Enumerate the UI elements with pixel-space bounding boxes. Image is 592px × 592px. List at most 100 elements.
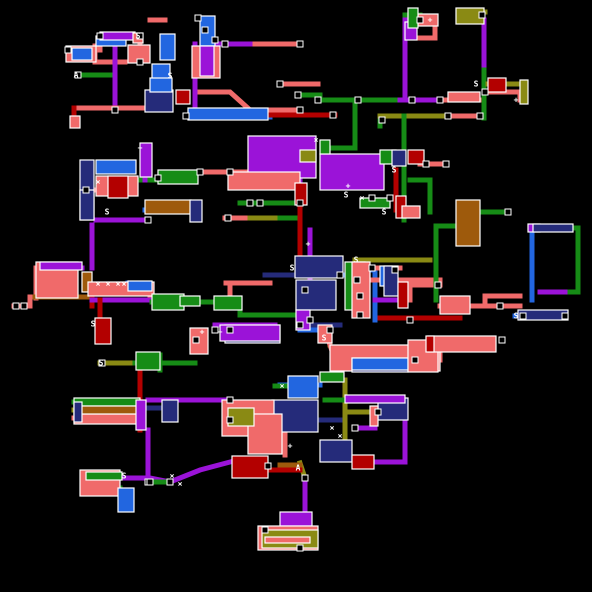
door-marker-59 [264, 462, 272, 470]
item-marker-101: × [360, 194, 365, 203]
room-green-23 [157, 169, 199, 185]
door-marker-10 [221, 40, 229, 48]
door-marker-46 [498, 336, 506, 344]
item-marker-93: × [122, 280, 127, 289]
door-marker-30 [226, 168, 234, 176]
room-purple-68 [219, 324, 281, 342]
room-olive-46 [519, 79, 529, 105]
save-marker-81: S [322, 334, 327, 343]
door-marker-26 [442, 160, 450, 168]
door-marker-53 [192, 336, 200, 344]
save-marker-77: S [392, 166, 397, 175]
room-purple-93 [135, 399, 147, 431]
room-navy-47 [294, 255, 344, 279]
door-marker-23 [416, 16, 424, 24]
room-brown-91 [73, 405, 141, 415]
door-marker-62 [374, 408, 382, 416]
room-purple-26 [319, 153, 385, 191]
door-marker-32 [256, 199, 264, 207]
item_plus-marker-108: + [288, 442, 293, 451]
door-marker-39 [353, 276, 361, 284]
door-marker-17 [354, 96, 362, 104]
room-blue-1 [71, 47, 93, 61]
door-marker-1 [74, 71, 82, 79]
room-brown-24 [144, 199, 192, 215]
door-marker-20 [481, 88, 489, 96]
room-purple-59 [39, 261, 83, 271]
room-red-82 [231, 455, 269, 479]
door-marker-3 [136, 32, 144, 40]
room-green-95 [85, 471, 123, 481]
save_letter_b-marker-88: A [74, 71, 79, 80]
room-red-32 [407, 149, 425, 165]
door-marker-4 [136, 58, 144, 66]
door-marker-24 [478, 11, 486, 19]
room-salmon-15 [69, 115, 81, 129]
item-marker-96: × [330, 424, 335, 433]
door-marker-48 [326, 326, 334, 334]
door-marker-70 [386, 194, 394, 202]
door-marker-57 [146, 478, 154, 486]
door-marker-69 [444, 112, 452, 120]
door-marker-60 [301, 474, 309, 482]
door-marker-38 [336, 271, 344, 279]
door-marker-11 [296, 40, 304, 48]
room-purple-86 [344, 394, 406, 404]
door-marker-42 [434, 281, 442, 289]
door-marker-51 [211, 326, 219, 334]
item-marker-94: × [170, 472, 175, 481]
save-marker-87: S [382, 208, 387, 217]
item-marker-92: × [116, 280, 121, 289]
item-marker-97: × [338, 432, 343, 441]
save_letter_b-marker-89: A [296, 464, 301, 473]
door-marker-8 [201, 26, 209, 34]
door-marker-66 [20, 302, 28, 310]
room-salmon-74 [427, 335, 497, 353]
item_plus-marker-106: + [346, 182, 351, 191]
door-marker-41 [391, 266, 399, 274]
save-marker-80: S [91, 320, 96, 329]
save-marker-79: S [354, 256, 359, 265]
room-brown-43 [455, 199, 481, 247]
door-marker-44 [519, 312, 527, 320]
room-navy-48 [295, 279, 337, 311]
door-marker-2 [96, 32, 104, 40]
door-marker-27 [82, 186, 90, 194]
door-marker-64 [296, 544, 304, 552]
room-salmon-87 [369, 405, 379, 427]
door-marker-37 [306, 316, 314, 324]
door-marker-34 [224, 214, 232, 222]
corridor-salmon-13 [197, 89, 303, 113]
door-marker-5 [111, 106, 119, 114]
door-marker-18 [408, 96, 416, 104]
door-marker-28 [154, 174, 162, 182]
door-marker-15 [314, 96, 322, 104]
item_plus-marker-103: + [138, 144, 143, 153]
save-marker-78: S [105, 208, 110, 217]
door-marker-45 [561, 312, 569, 320]
room-navy-45 [532, 223, 574, 233]
room-navy-83 [319, 439, 353, 463]
door-marker-55 [226, 416, 234, 424]
item_plus-marker-104: + [200, 328, 205, 337]
room-blue-19 [95, 159, 137, 175]
save-marker-82: S [99, 359, 104, 368]
door-marker-43 [496, 302, 504, 310]
item_plus-marker-109: + [218, 328, 223, 337]
item_plus-marker-107: + [306, 240, 311, 249]
save-marker-74: S [136, 32, 141, 41]
room-navy-31 [391, 149, 407, 167]
item-marker-98: × [280, 382, 285, 391]
door-marker-50 [226, 326, 234, 334]
save-marker-85: S [290, 264, 295, 273]
room-salmon-55 [439, 295, 471, 315]
door-marker-9 [211, 36, 219, 44]
door-marker-72 [356, 292, 364, 300]
door-marker-65 [12, 302, 20, 310]
door-marker-68 [504, 208, 512, 216]
door-marker-40 [368, 264, 376, 272]
room-salmon-52 [351, 261, 371, 319]
door-marker-13 [294, 91, 302, 99]
item-marker-91: × [106, 280, 111, 289]
